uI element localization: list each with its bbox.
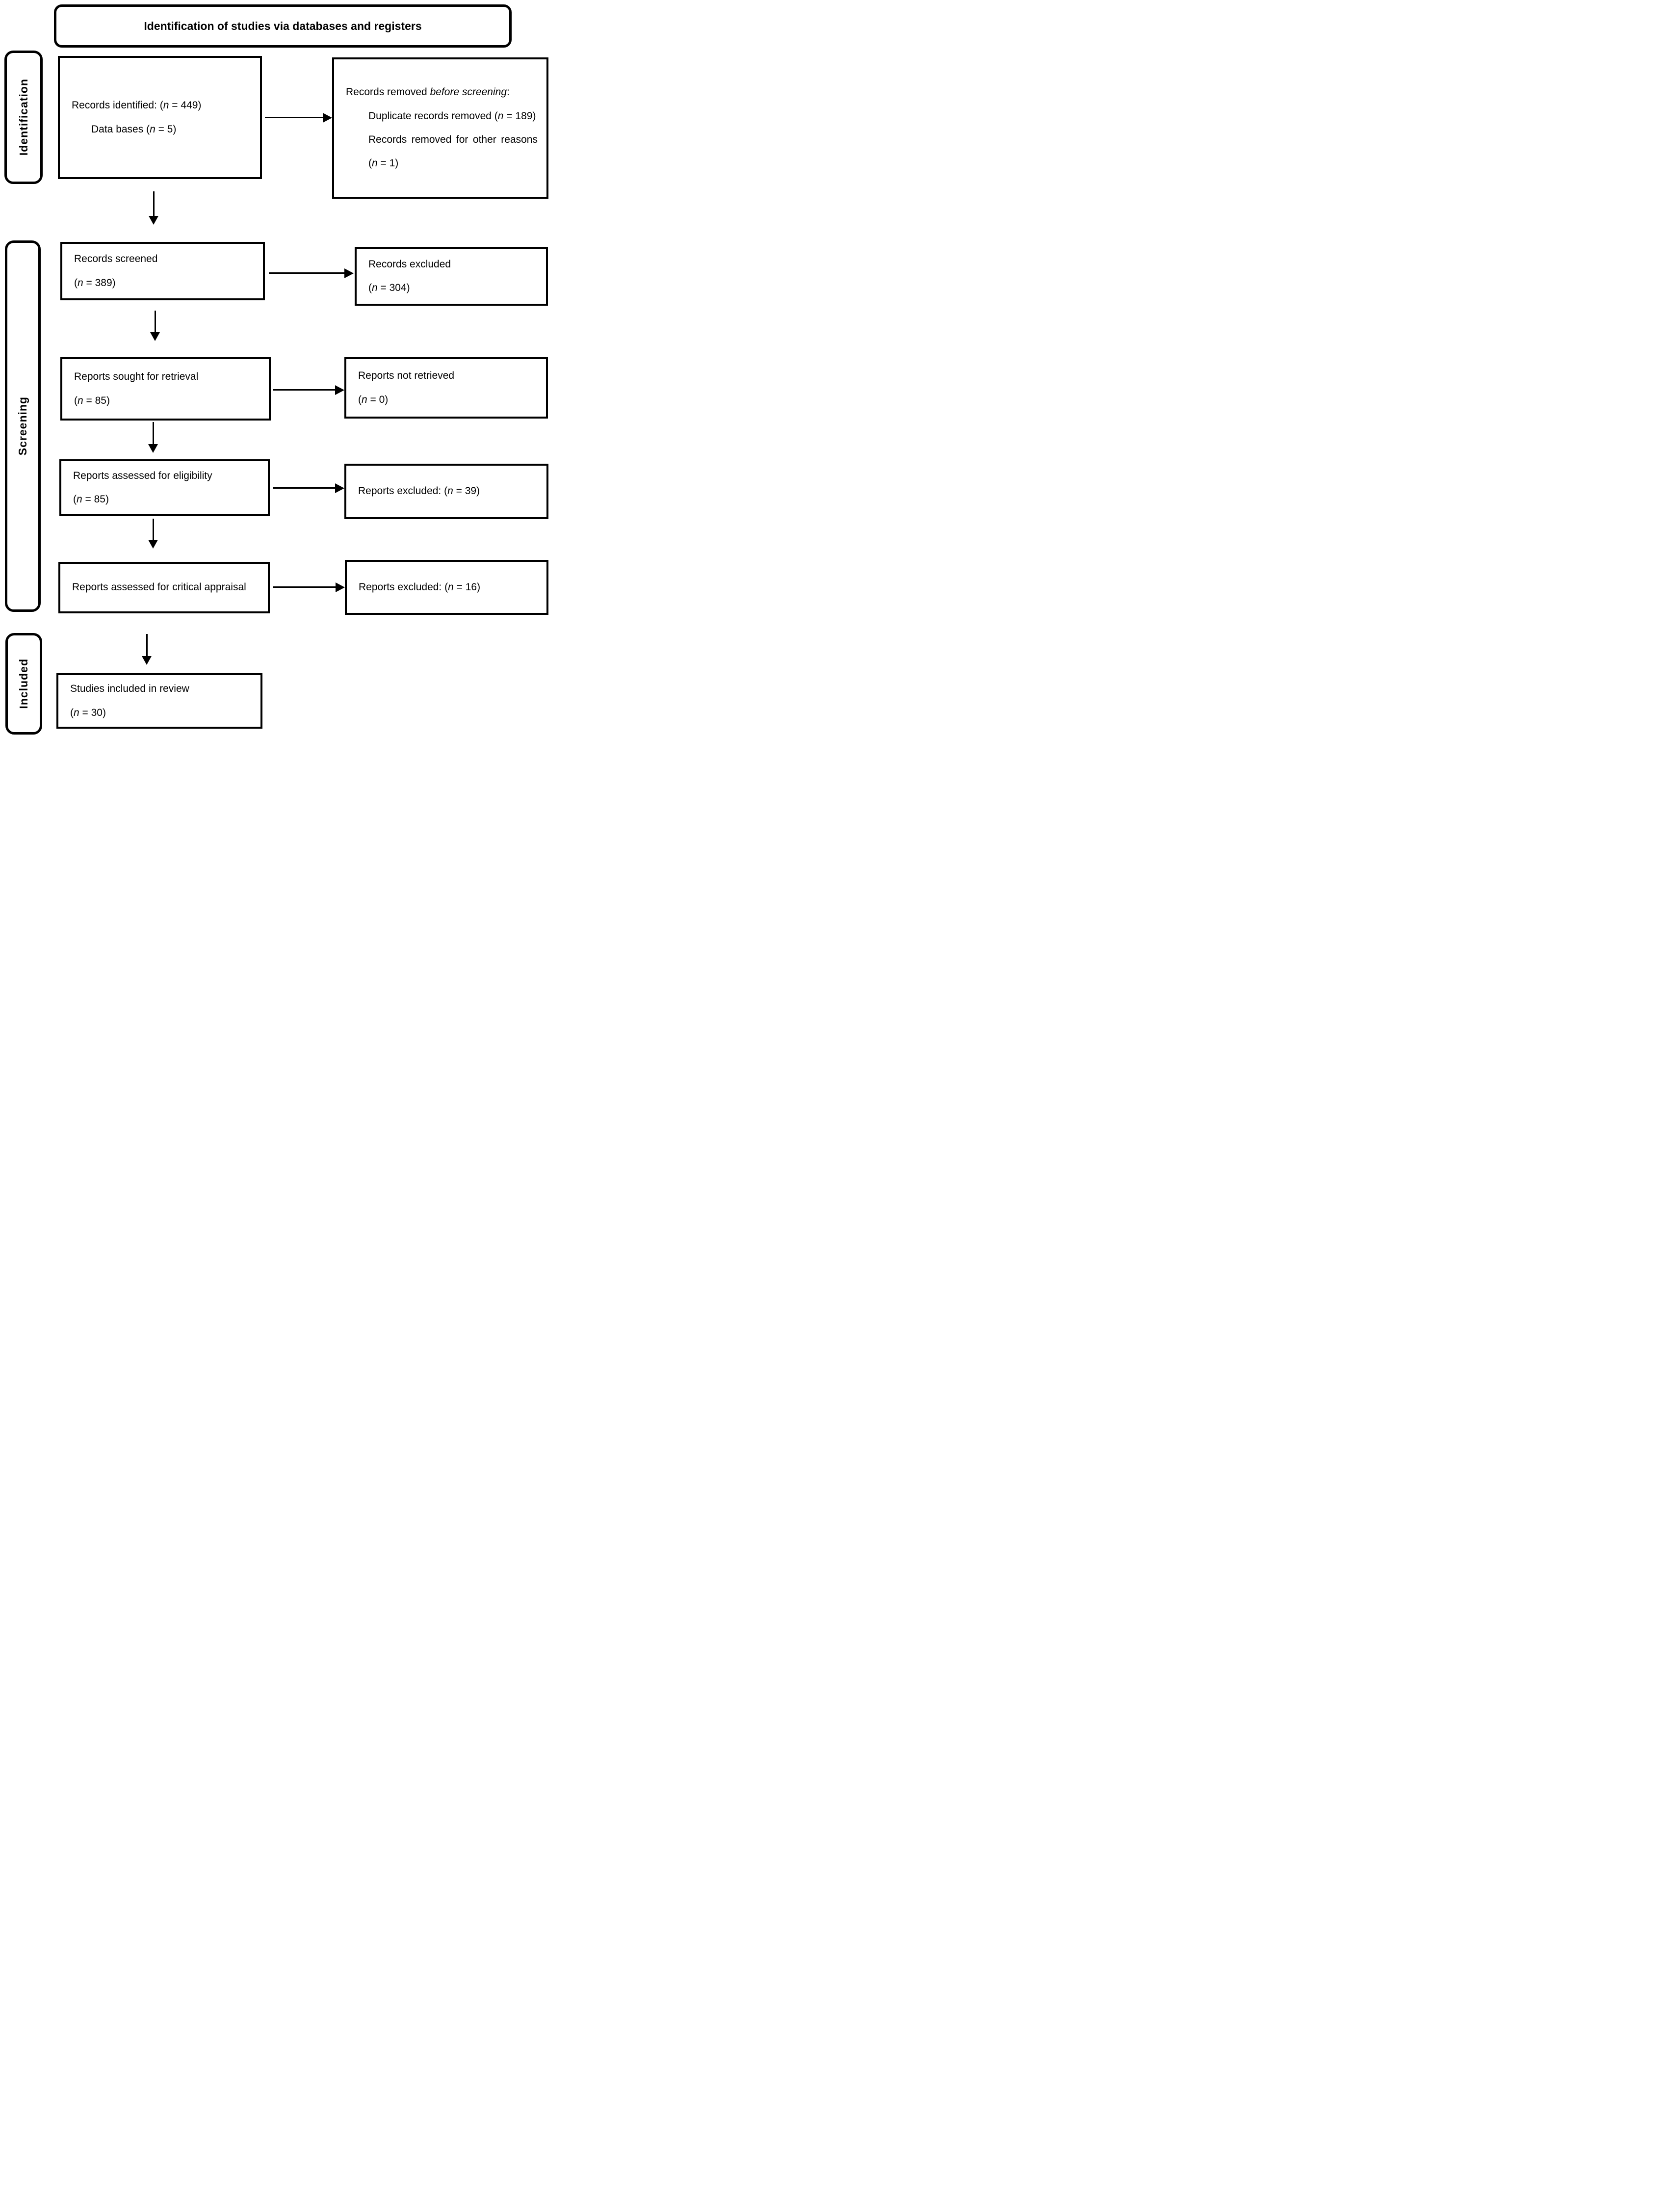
reports-not-retrieved-line2: (n = 0) xyxy=(358,394,389,405)
box-reports-excluded-eligibility: Reports excluded: (n = 39) xyxy=(344,464,548,519)
reports-sought-line1: Reports sought for retrieval xyxy=(74,371,199,383)
stage-included: Included xyxy=(5,633,42,735)
arrow-shaft xyxy=(265,117,323,118)
records-identified-line2: Data bases (n = 5) xyxy=(91,123,177,135)
reports-excluded-eligibility-line1: Reports excluded: (n = 39) xyxy=(358,485,480,497)
stage-included-label: Included xyxy=(17,658,30,709)
reports-not-retrieved-line1: Reports not retrieved xyxy=(358,370,455,382)
records-identified-line1: Records identified: (n = 449) xyxy=(72,100,202,111)
records-excluded-line2: (n = 304) xyxy=(368,282,410,293)
box-studies-included: Studies included in review (n = 30) xyxy=(56,673,262,729)
arrow-head-down-icon xyxy=(148,444,158,453)
records-removed-heading: Records removed before screening: xyxy=(346,86,510,98)
studies-included-line2: (n = 30) xyxy=(70,707,106,718)
reports-excluded-critical-line1: Reports excluded: (n = 16) xyxy=(359,581,481,593)
arrow-shaft xyxy=(146,634,148,656)
stage-identification-label: Identification xyxy=(17,79,30,156)
box-records-identified: Records identified: (n = 449) Data bases… xyxy=(58,56,262,179)
arrow-head-down-icon xyxy=(142,656,152,665)
arrow-shaft xyxy=(273,389,335,391)
arrow-head-right-icon xyxy=(336,582,345,592)
arrow-shaft xyxy=(273,586,336,588)
arrow-head-down-icon xyxy=(150,332,160,341)
arrow-shaft xyxy=(269,272,344,274)
box-records-removed: Records removed before screening: Duplic… xyxy=(332,57,548,199)
reports-assessed-eligibility-line1: Reports assessed for eligibility xyxy=(73,470,212,481)
reports-assessed-eligibility-line2: (n = 85) xyxy=(73,494,109,505)
stage-screening-label: Screening xyxy=(16,396,29,456)
records-screened-line2: (n = 389) xyxy=(74,277,116,289)
reports-sought-line2: (n = 85) xyxy=(74,395,110,406)
arrow-head-right-icon xyxy=(335,385,344,395)
box-reports-not-retrieved: Reports not retrieved (n = 0) xyxy=(344,357,548,419)
prisma-flow-diagram: Identification of studies via databases … xyxy=(0,0,554,737)
title-text: Identification of studies via databases … xyxy=(144,19,422,32)
records-removed-item1: Duplicate records removed (n = 189) xyxy=(368,110,536,122)
arrow-shaft xyxy=(273,487,335,489)
title-banner: Identification of studies via databases … xyxy=(54,4,512,48)
records-excluded-line1: Records excluded xyxy=(368,258,451,270)
records-removed-item2: Records removed for other reasons (n = 1… xyxy=(368,134,538,169)
studies-included-line1: Studies included in review xyxy=(70,683,189,695)
arrow-shaft xyxy=(153,519,154,540)
arrow-shaft xyxy=(153,191,155,216)
arrow-shaft xyxy=(153,422,154,444)
arrow-head-right-icon xyxy=(323,113,332,123)
box-reports-excluded-critical: Reports excluded: (n = 16) xyxy=(345,560,548,615)
stage-identification: Identification xyxy=(4,51,43,184)
reports-assessed-critical-line1: Reports assessed for critical appraisal xyxy=(72,581,246,593)
arrow-head-right-icon xyxy=(335,483,344,493)
box-records-screened: Records screened (n = 389) xyxy=(60,242,265,300)
box-reports-sought: Reports sought for retrieval (n = 85) xyxy=(60,357,271,421)
box-records-excluded: Records excluded (n = 304) xyxy=(355,247,548,306)
box-reports-assessed-critical: Reports assessed for critical appraisal xyxy=(58,562,270,613)
arrow-head-down-icon xyxy=(149,216,158,225)
box-reports-assessed-eligibility: Reports assessed for eligibility (n = 85… xyxy=(59,459,270,516)
arrow-head-down-icon xyxy=(148,540,158,549)
arrow-shaft xyxy=(155,311,156,332)
stage-screening: Screening xyxy=(5,240,41,612)
arrow-head-right-icon xyxy=(344,268,354,278)
records-screened-line1: Records screened xyxy=(74,253,158,265)
